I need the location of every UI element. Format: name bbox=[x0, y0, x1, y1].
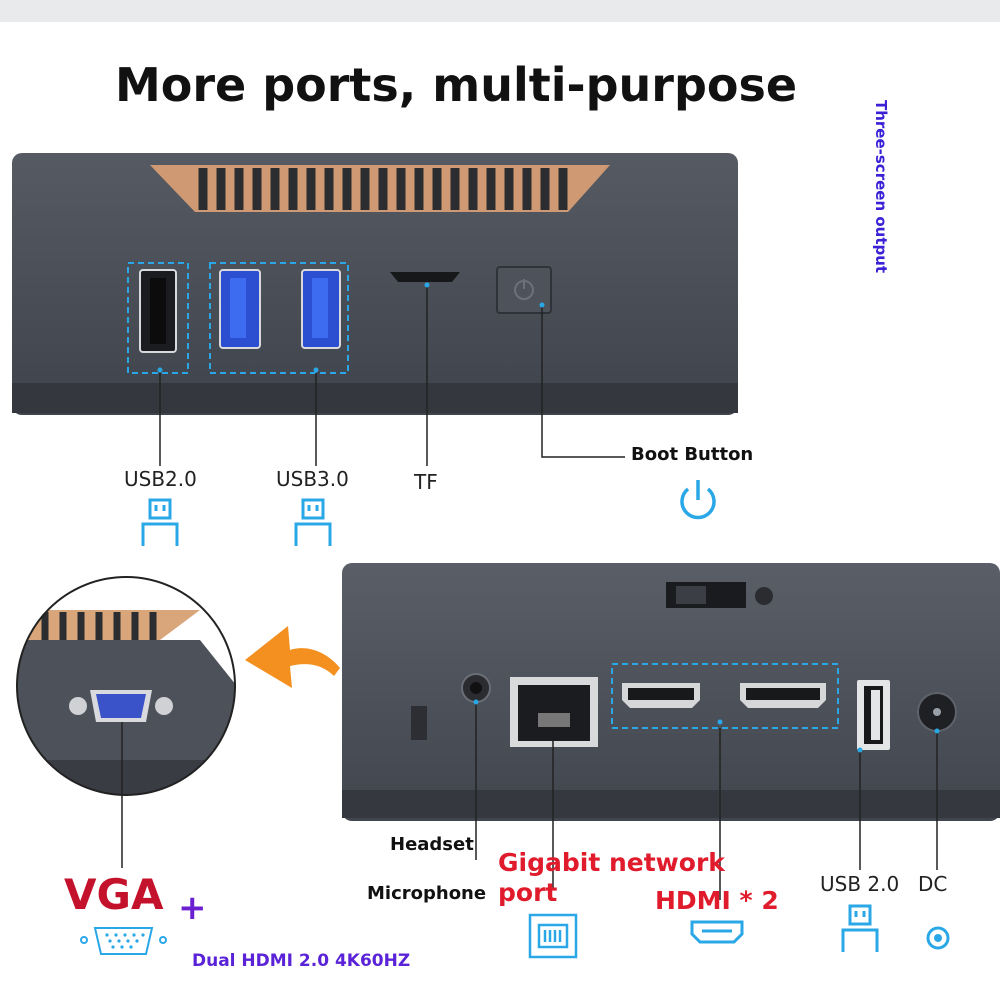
vga-zoom-circle bbox=[16, 576, 236, 868]
usb-icon-front-2 bbox=[294, 498, 332, 546]
top-strip bbox=[0, 0, 1000, 22]
usb-icon-front-1 bbox=[141, 498, 179, 546]
rear-dc-jack bbox=[917, 692, 957, 732]
label-usb30-front: USB3.0 bbox=[276, 467, 349, 491]
ethernet-icon bbox=[528, 913, 578, 959]
rear-headset-jack bbox=[461, 673, 491, 703]
front-usb3-ports bbox=[209, 262, 349, 374]
front-leader-lines bbox=[159, 285, 625, 466]
label-boot-button: Boot Button bbox=[631, 444, 754, 465]
rear-usb-port bbox=[857, 680, 890, 750]
front-usb2-port bbox=[127, 262, 189, 374]
label-dc: DC bbox=[918, 872, 948, 896]
vga-port bbox=[69, 690, 173, 722]
front-boot-button bbox=[496, 266, 552, 314]
front-device bbox=[12, 153, 738, 466]
rear-hdmi-ports bbox=[622, 683, 826, 708]
label-headset: Headset bbox=[390, 834, 474, 855]
label-plus: + bbox=[178, 888, 207, 928]
hdmi-icon bbox=[690, 920, 744, 944]
rear-device bbox=[342, 563, 1000, 900]
label-gigabit-line2: port bbox=[498, 878, 558, 907]
label-microphone: Microphone bbox=[367, 883, 487, 904]
vga-icon bbox=[80, 927, 167, 955]
label-usb20-front: USB2.0 bbox=[124, 467, 197, 491]
page-title: More ports, multi-purpose bbox=[114, 58, 798, 112]
label-gigabit-line1: Gigabit network bbox=[498, 848, 725, 877]
label-hdmi-x2: HDMI * 2 bbox=[655, 886, 779, 915]
label-tf: TF bbox=[414, 470, 438, 494]
front-tf-slot bbox=[390, 272, 460, 282]
label-usb20-rear: USB 2.0 bbox=[820, 872, 900, 896]
usb-icon-rear bbox=[841, 904, 879, 952]
label-vga: VGA bbox=[64, 870, 164, 919]
rear-lan-port bbox=[510, 677, 598, 747]
front-heatsink bbox=[150, 165, 610, 212]
dc-icon bbox=[926, 926, 950, 950]
rear-leader-lines bbox=[475, 702, 938, 900]
power-icon bbox=[680, 480, 716, 520]
label-dual-hdmi: Dual HDMI 2.0 4K60HZ bbox=[192, 951, 411, 971]
three-screen-note: Three-screen output bbox=[872, 100, 890, 274]
orange-arrow bbox=[245, 626, 340, 688]
